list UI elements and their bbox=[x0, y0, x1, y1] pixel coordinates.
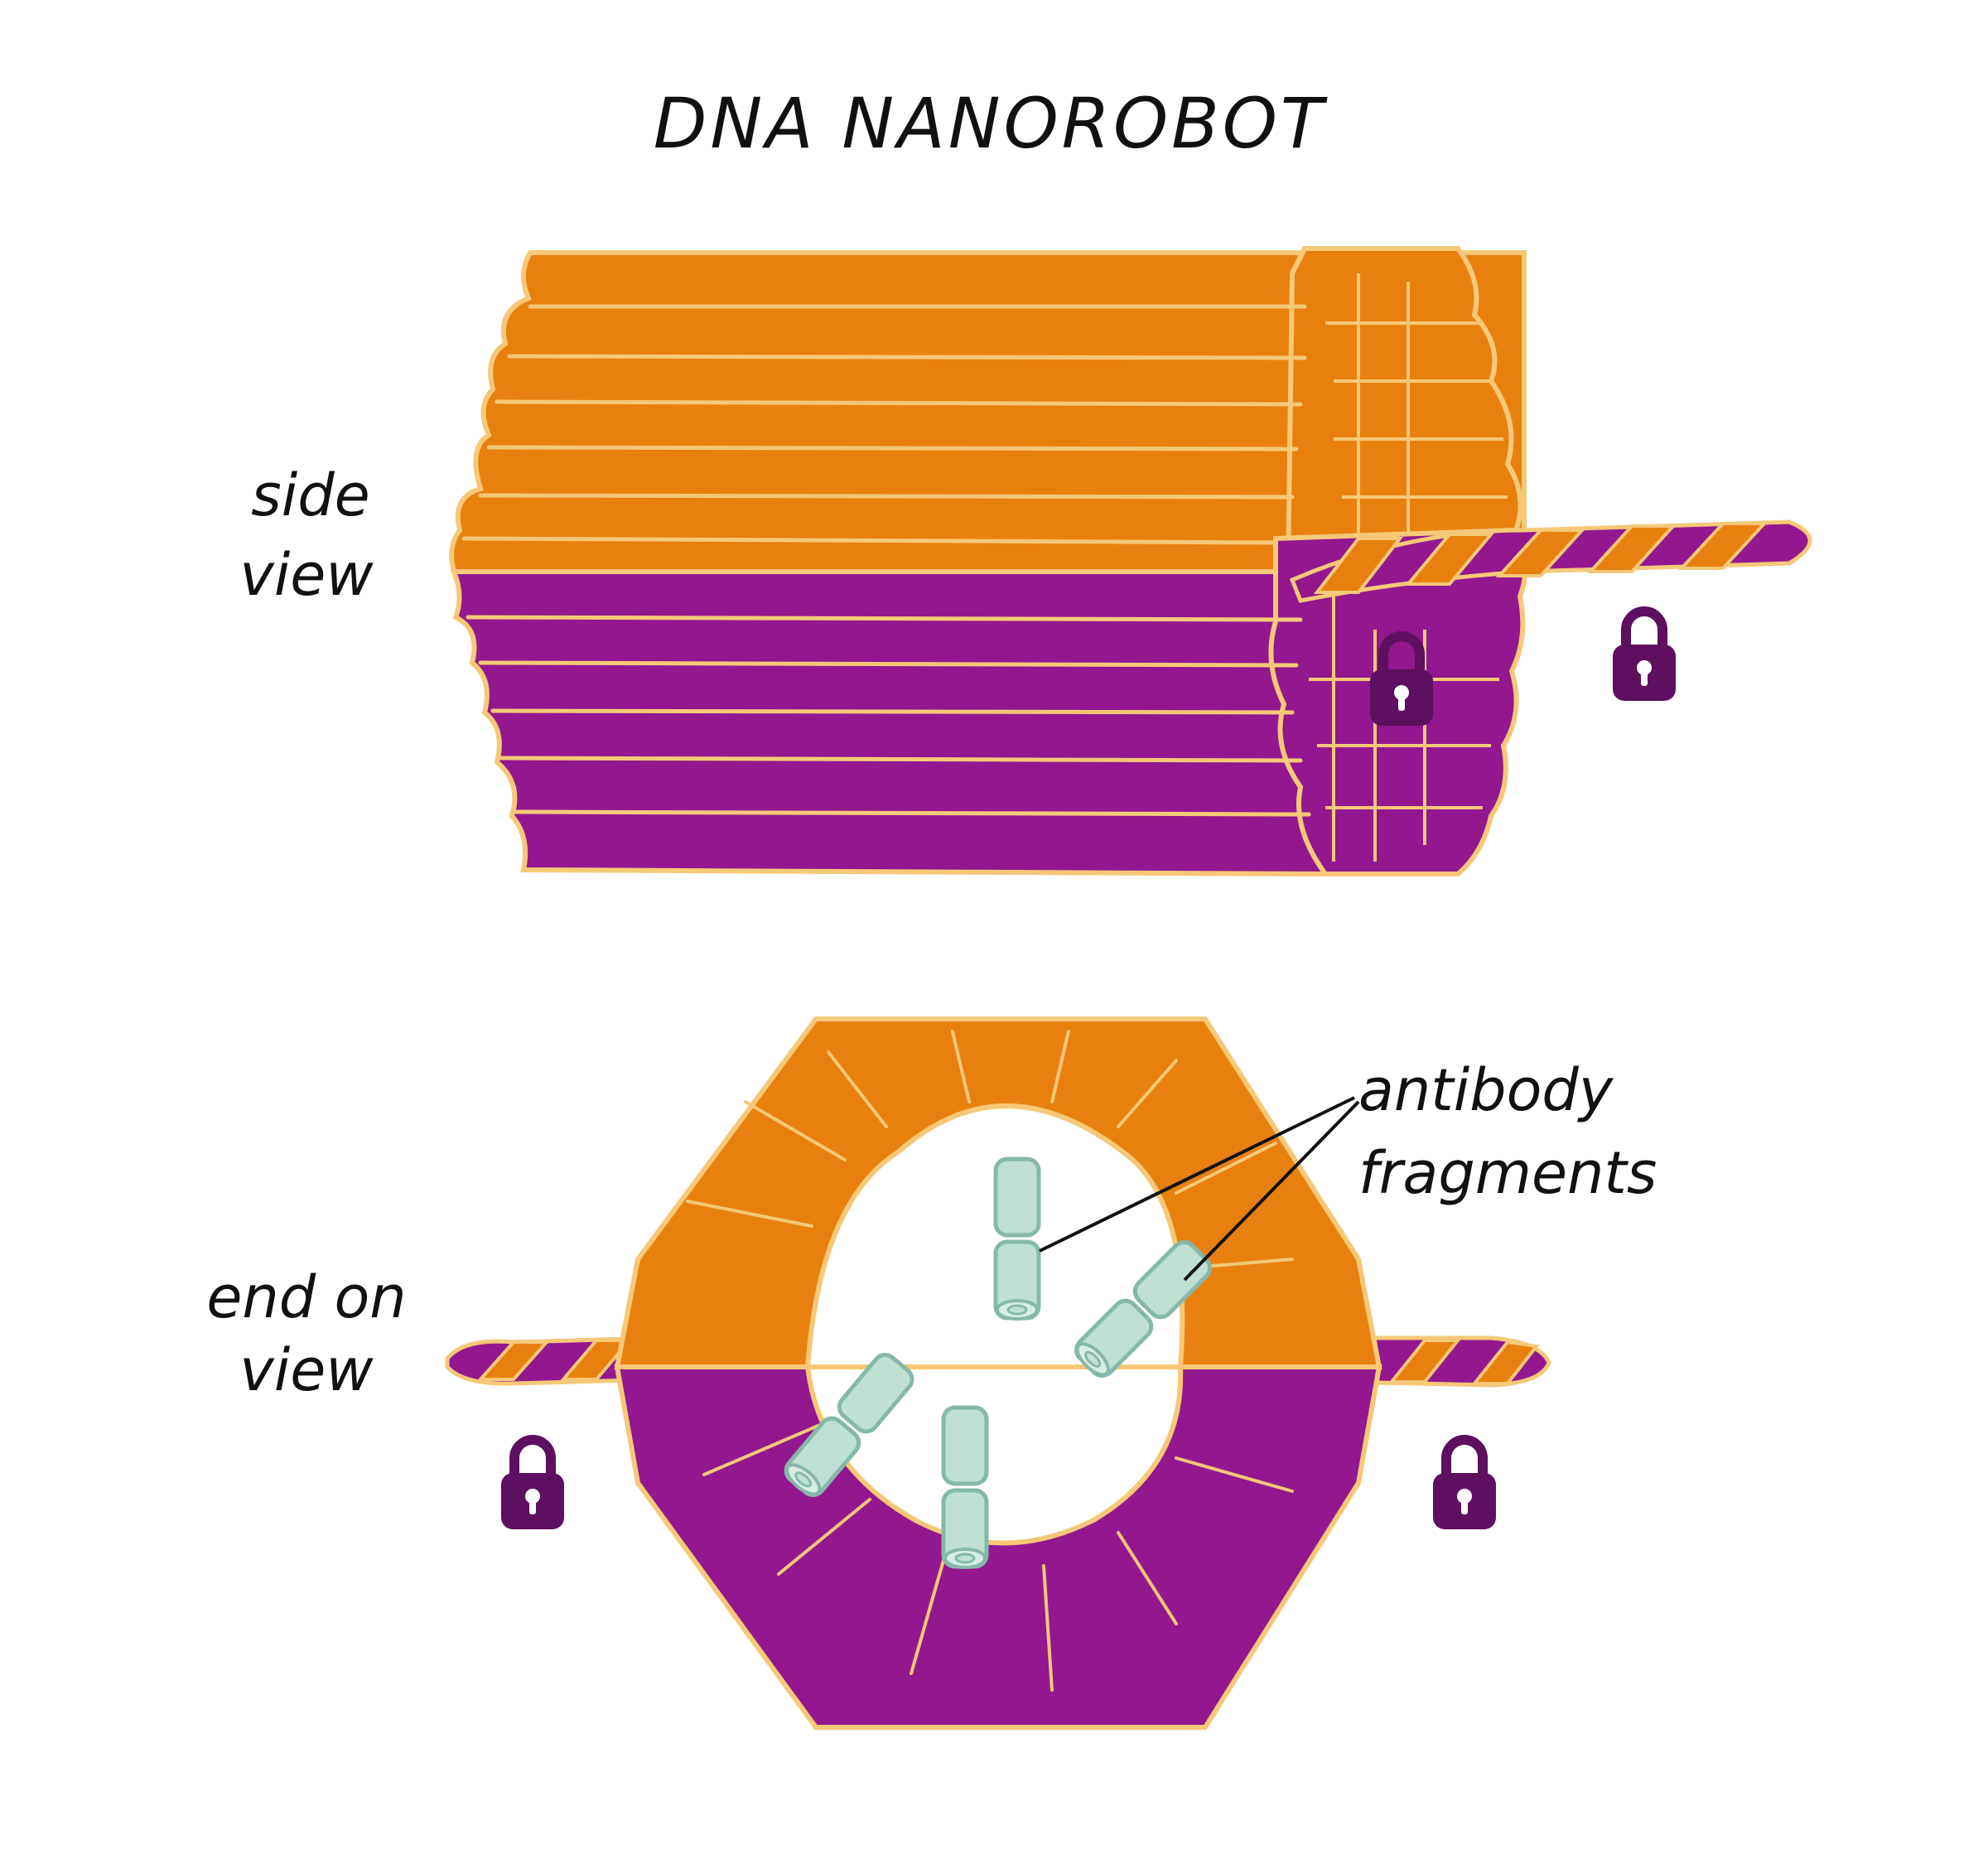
padlock-icon bbox=[1613, 611, 1676, 701]
end-view-left-dna-strand bbox=[445, 1335, 665, 1386]
antibody-label-line2: fragments bbox=[1358, 1139, 1657, 1207]
side-view-orange-half bbox=[449, 246, 1527, 575]
end-view-purple-half bbox=[614, 1364, 1382, 1730]
side-view-label-line2: view bbox=[239, 541, 374, 609]
antibody-fragment-icon bbox=[943, 1408, 987, 1567]
page-title: DNA NANOROBOT bbox=[654, 83, 1328, 164]
side-view-nanorobot bbox=[449, 246, 1812, 877]
antibody-label-line1: antibody bbox=[1358, 1056, 1614, 1124]
antibody-leader-line bbox=[1039, 1096, 1355, 1253]
padlock-icon bbox=[1433, 1440, 1496, 1529]
side-view-dna-strand bbox=[1289, 519, 1812, 603]
antibody-fragment-icon bbox=[996, 1159, 1039, 1319]
side-view-purple-half bbox=[450, 527, 1528, 877]
end-view-nanorobot bbox=[445, 1017, 1551, 1730]
antibody-leader-line bbox=[1183, 1100, 1360, 1282]
padlock-icon bbox=[501, 1440, 564, 1529]
side-view-label-line1: side bbox=[251, 461, 369, 529]
end-view-label-line2: view bbox=[239, 1336, 374, 1404]
end-view-label-line1: end on bbox=[206, 1263, 406, 1331]
end-view-right-dna-strand bbox=[1339, 1335, 1551, 1388]
